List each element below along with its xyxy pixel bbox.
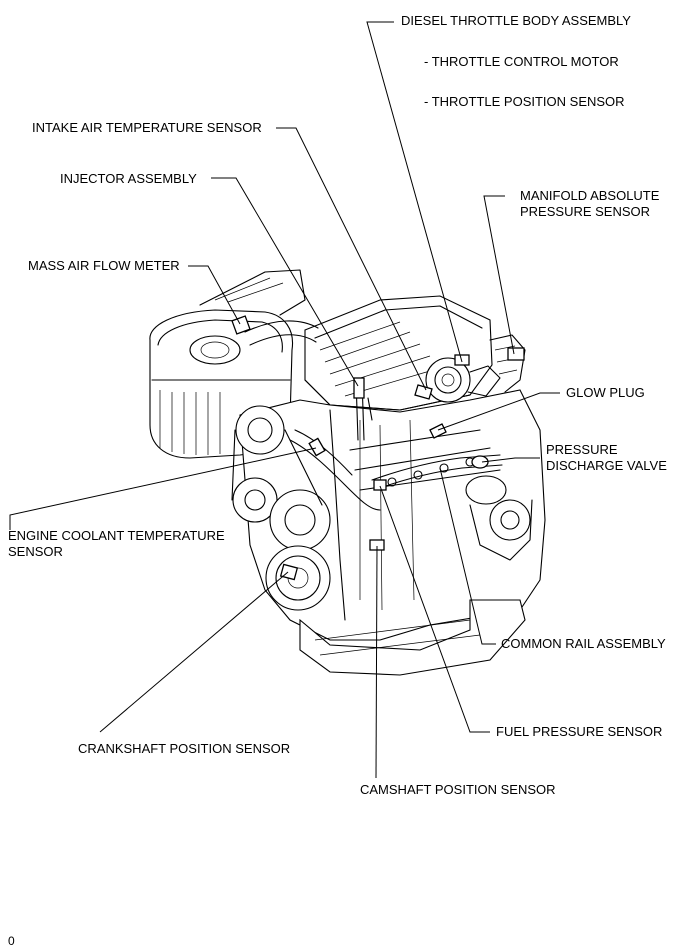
label-fuel-pressure-sensor: FUEL PRESSURE SENSOR [496,724,663,739]
label-injector-assembly: INJECTOR ASSEMBLY [60,171,197,186]
label-common-rail-assembly: COMMON RAIL ASSEMBLY [501,636,666,651]
label-crankshaft-position-sensor: CRANKSHAFT POSITION SENSOR [78,741,291,756]
label-map-line-1: MANIFOLD ABSOLUTE [520,188,660,203]
label-ect-line-2: SENSOR [8,544,63,559]
label-intake-air-temperature-sensor: INTAKE AIR TEMPERATURE SENSOR [32,120,262,135]
label-camshaft-position-sensor: CAMSHAFT POSITION SENSOR [360,782,556,797]
label-mass-air-flow-meter: MASS AIR FLOW METER [28,258,180,273]
figure-id: 0 [8,934,15,948]
label-engine-coolant-temperature-sensor: ENGINE COOLANT TEMPERATURE SENSOR [8,528,225,560]
label-manifold-absolute-pressure-sensor: MANIFOLD ABSOLUTE PRESSURE SENSOR [520,188,659,220]
label-pdv-line-1: PRESSURE [546,442,618,457]
label-pdv-line-2: DISCHARGE VALVE [546,458,667,473]
label-map-line-2: PRESSURE SENSOR [520,204,651,219]
label-throttle-position-sensor: - THROTTLE POSITION SENSOR [424,94,625,109]
sensor-marks [231,315,525,581]
label-ect-line-1: ENGINE COOLANT TEMPERATURE [8,528,225,543]
label-throttle-control-motor: - THROTTLE CONTROL MOTOR [424,54,619,69]
label-glow-plug: GLOW PLUG [566,385,645,400]
leader-lines [9,21,560,779]
label-diesel-throttle-body: DIESEL THROTTLE BODY ASSEMBLY [401,13,631,28]
engine-drawing [149,269,546,676]
label-pressure-discharge-valve: PRESSURE DISCHARGE VALVE [546,442,667,474]
